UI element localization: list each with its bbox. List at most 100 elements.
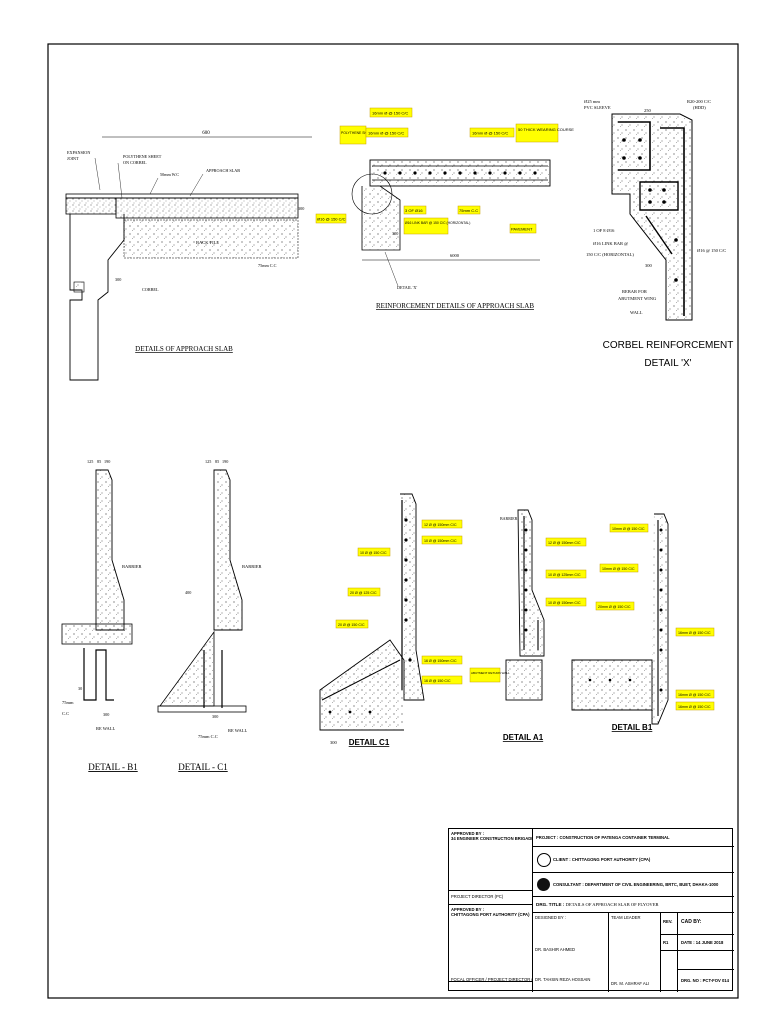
- c1-re-wall: RE WALL: [228, 728, 248, 733]
- tb-drg-no: DRG. NO : PCT-FOV 014: [678, 969, 734, 992]
- b1r-tag-1: 10mm Ø @ 150 C/C: [612, 527, 645, 531]
- corbel-detail: Ø25 mm PVC SLEEVE 250 R20-200 C/C (HDD) …: [584, 99, 733, 369]
- detail-b1-title: DETAIL - B1: [88, 762, 137, 772]
- corbel-title-2: DETAIL 'X': [644, 358, 691, 369]
- b1r-tag-6: 16mm Ø @ 150 C/C: [678, 705, 711, 709]
- c1-tag-3: 10 Ø @ 150 C/C: [360, 551, 387, 555]
- reinforcement-detail: 6000 300 DETAIL 'X' 16mm Ø @ 150 C/C 16m…: [315, 107, 574, 310]
- b1-cc2: C.C: [62, 711, 69, 716]
- cpa-logo-icon: [537, 853, 551, 867]
- c1-d1: 300: [212, 714, 218, 719]
- a1-tag-1: 12 Ø @ 150mm C/C: [548, 541, 581, 545]
- tb-designer-2: DR. TAHSIN REZA HOSSAIN: [535, 977, 591, 982]
- of-bars-1: 1 OF 8 Ø16: [593, 228, 615, 233]
- tb-rev: REV.: [661, 913, 678, 935]
- corbel-label: CORBEL: [142, 287, 159, 292]
- r20-label-1: R20-200 C/C: [687, 99, 711, 104]
- r20-label-2: (HDD): [693, 105, 706, 110]
- o16-label: Ø16 @ 150 C/C: [697, 248, 726, 253]
- tb-designed-label: DESIGNED BY :: [535, 915, 566, 920]
- polythene-label-1: POLYTHENE SHEET: [123, 154, 162, 159]
- of-bars-2: Ø16 LINK BAR @: [593, 241, 628, 246]
- pvc-label-1: Ø25 mm: [584, 99, 600, 104]
- reinf-tag-2: 16mm Ø @ 150 C/C: [472, 131, 508, 136]
- pvc-label-2: PVC SLEEVE: [584, 105, 611, 110]
- of-bars-3: 150 C/C (HORIZONTAL): [586, 252, 634, 257]
- reinf-dim: 6000: [450, 253, 460, 258]
- detail-b1: 125 85 190 BARRIER 75mm C.C 300 30 RE WA…: [61, 459, 142, 772]
- tb-team-leader: TEAM LEADER DR. M. ASHRAF ALI: [609, 913, 661, 992]
- b1r-tag-2: 10mm Ø @ 150 C/C: [602, 567, 635, 571]
- rebar-label-3: WALL: [630, 310, 643, 315]
- tb-focal: FOCAL OFFICER / PROJECT DIRECTOR (PCT): [449, 969, 533, 992]
- back-fill-label: BACK FILL: [196, 240, 219, 245]
- b1-barrier: BARRIER: [122, 564, 142, 569]
- tb-designer-1: DR. BASHIR AHMED: [535, 947, 576, 952]
- a1-tag-2: 10 Ø @ 125mm C/C: [548, 573, 581, 577]
- b1-d3: 30: [78, 686, 82, 691]
- approach-dim-side: 300: [298, 206, 304, 211]
- rebar-c1-title: DETAIL C1: [349, 738, 390, 747]
- c1-tag-2: 10 Ø @ 150mm C/C: [424, 539, 457, 543]
- c1-tag-5: 20 Ø @ 150 C/C: [338, 623, 365, 627]
- tb-client: CLIENT : CHITTAGONG PORT AUTHORITY (CPA): [533, 847, 734, 873]
- tb-client-text: CLIENT : CHITTAGONG PORT AUTHORITY (CPA): [553, 857, 651, 862]
- tb-rev-no: R1: [661, 935, 678, 951]
- corbel-title-1: CORBEL REINFORCEMENT: [603, 340, 734, 351]
- c1-cc: 75mm C.C: [198, 734, 218, 739]
- c1-tag-4: 20 Ø @ 125 C/C: [350, 591, 377, 595]
- reinf-tag-1: 16mm Ø @ 150 C/C: [372, 111, 408, 116]
- tb-approved-1: APPROVED BY : 34 ENGINEER CONSTRUCTION B…: [449, 829, 533, 891]
- detail-c1: 125 85 190 BARRIER 400 75mm C.C 300 RE W…: [157, 459, 262, 772]
- detail-x-label: DETAIL 'X': [397, 285, 417, 290]
- detail-c1-title: DETAIL - C1: [178, 762, 227, 772]
- b1-cc: 75mm: [62, 700, 74, 705]
- expansion-joint-label-1: EXPANSION: [67, 150, 90, 155]
- tb-approved-1-org: 34 ENGINEER CONSTRUCTION BRIGADE: [451, 836, 533, 841]
- c1-tag-6: 16 Ø @ 150mm C/C: [424, 659, 457, 663]
- reinf-tag-9: 75mm C.C: [459, 208, 478, 213]
- reinf-tag-4: POLYTHENE SHEET: [341, 131, 374, 135]
- c1-tag-1: 12 Ø @ 150mm C/C: [424, 523, 457, 527]
- approach-dim-top: 600: [202, 131, 210, 136]
- rebar-b1-title: DETAIL B1: [612, 723, 653, 732]
- tb-date: DATE : 14 JUNE 2018: [678, 935, 734, 951]
- tb-project-director: PROJECT DIRECTOR (PC): [449, 891, 533, 905]
- tb-team-leader-label: TEAM LEADER: [611, 915, 641, 920]
- reinforcement-title: REINFORCEMENT DETAILS OF APPROACH SLAB: [376, 302, 534, 310]
- b1r-tag-4: 16mm Ø @ 150 C/C: [678, 631, 711, 635]
- approach-dim-300: 300: [115, 277, 121, 282]
- a1-tag-4: ABUTMENT RETURN WALL: [471, 671, 510, 675]
- polythene-label-2: ON CORBEL: [123, 160, 147, 165]
- tb-consultant-text: CONSULTANT : DEPARTMENT OF CIVIL ENGINEE…: [553, 882, 719, 887]
- wc-label: 50mm W.C: [160, 172, 179, 177]
- corbel-dim-300: 300: [645, 263, 653, 268]
- reinf-tag-7: 3 OF Ø16: [405, 208, 423, 213]
- tb-approved-2: APPROVED BY : CHITTAGONG PORT AUTHORITY …: [449, 905, 533, 982]
- tb-drg-title-row: DRG. TITLE : DETAILS OF APPROACH SLAB OF…: [533, 897, 734, 913]
- a1-barrier: BARRIER: [500, 516, 518, 521]
- c1-dim-1: 125: [205, 459, 211, 464]
- approach-slab-label: APPROACH SLAB: [206, 168, 240, 173]
- reinf-tag-3: 50 THICK WEARING COURSE: [518, 127, 574, 132]
- tb-consultant: CONSULTANT : DEPARTMENT OF CIVIL ENGINEE…: [533, 873, 734, 897]
- reinf-tag-5: 16mm Ø @ 150 C/C: [368, 131, 404, 136]
- approach-slab-title: DETAILS OF APPROACH SLAB: [135, 345, 233, 353]
- b1-dim-2: 85: [97, 459, 101, 464]
- corbel-dim-250: 250: [644, 108, 652, 113]
- b1r-tag-5: 16mm Ø @ 150 C/C: [678, 693, 711, 697]
- reinf-dim-300: 300: [392, 231, 398, 236]
- tb-approved-2-label: APPROVED BY :: [451, 907, 484, 912]
- tb-project: PROJECT : CONSTRUCTION OF PATENGA CONTAI…: [533, 829, 734, 847]
- b1-d1: 300: [103, 712, 109, 717]
- tb-approved-2-org: CHITTAGONG PORT AUTHORITY (CPA): [451, 912, 530, 917]
- expansion-joint-label-2: JOINT: [67, 156, 79, 161]
- rebar-label-1: REBAR FOR: [622, 289, 647, 294]
- sheet-border: [47, 43, 739, 999]
- c1-d0: 400: [185, 590, 191, 595]
- c1-tag-7: 16 Ø @ 150 C/C: [424, 679, 451, 683]
- b1-dim-1: 125: [87, 459, 93, 464]
- rebar-c1-detail: 12 Ø @ 150mm C/C 10 Ø @ 150mm C/C 10 Ø @…: [319, 493, 463, 747]
- tb-designed: DESIGNED BY : DR. BASHIR AHMED DR. TAHSI…: [533, 913, 609, 992]
